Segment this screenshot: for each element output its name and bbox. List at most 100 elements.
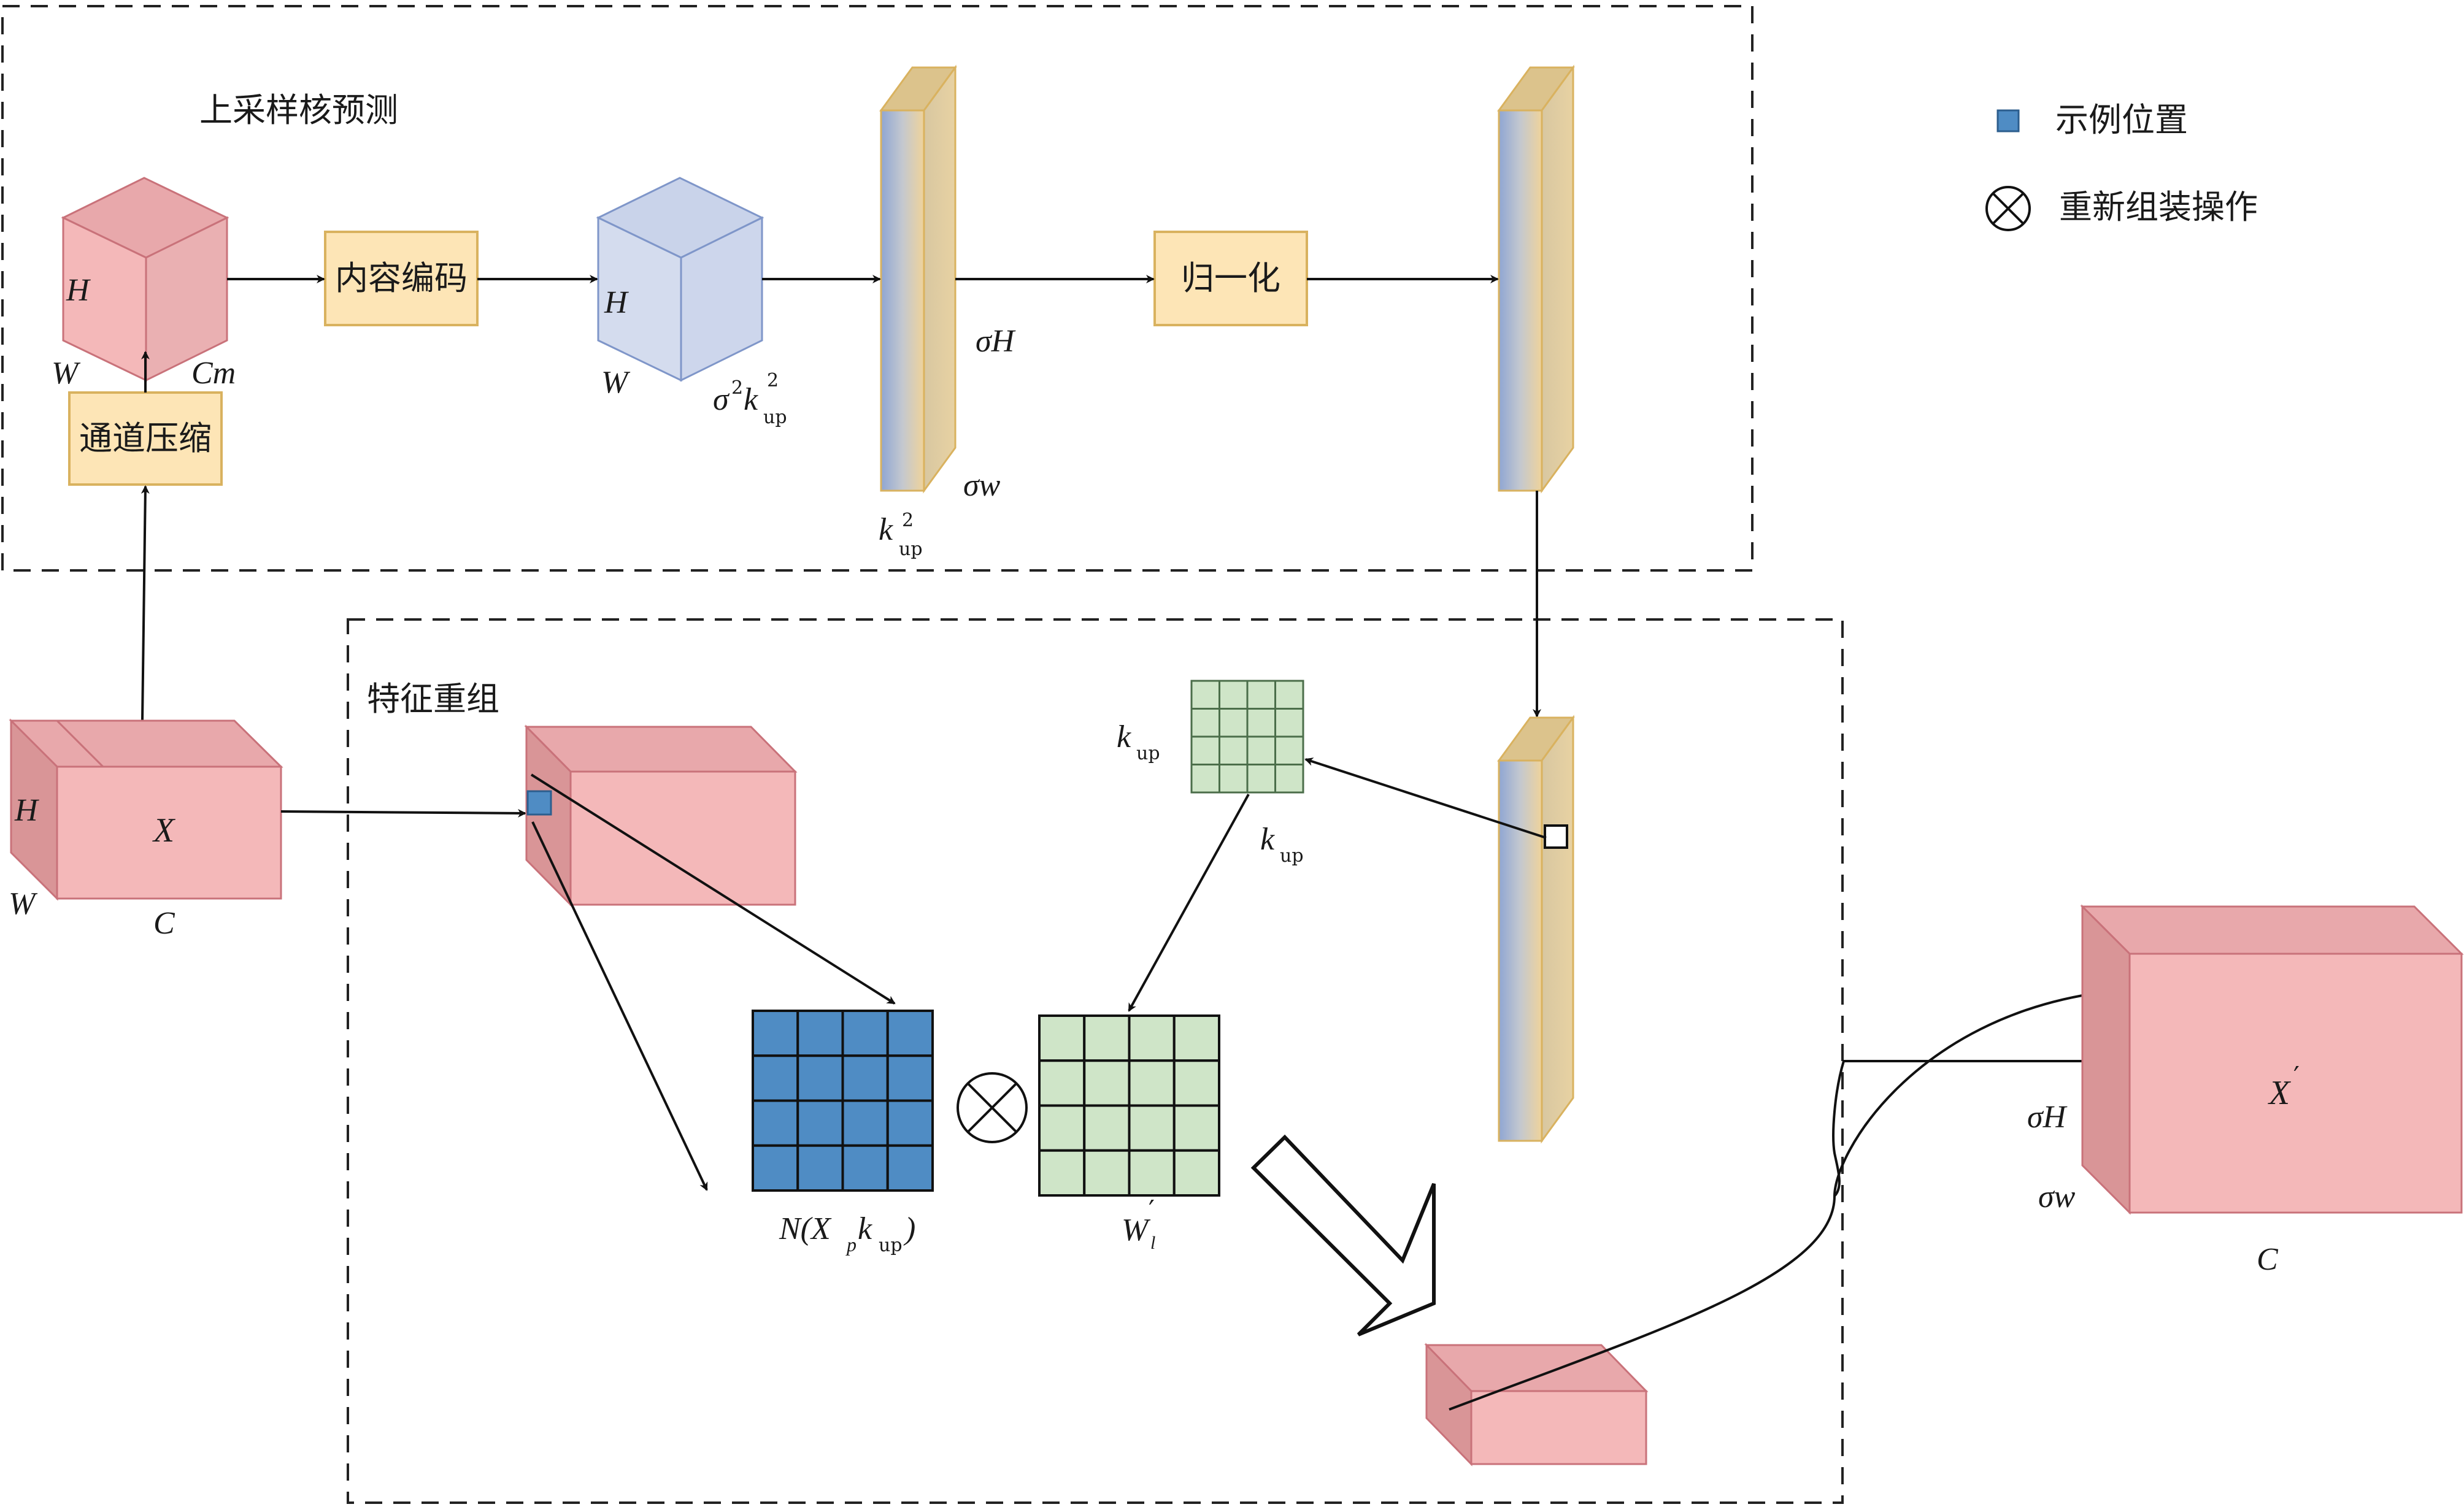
neighborhood-cell	[841, 1099, 889, 1147]
arrow-input-to-reassembly	[280, 808, 526, 818]
svg-text:k: k	[1260, 822, 1275, 857]
svg-text:2: 2	[902, 510, 914, 531]
weight-cell	[1083, 1059, 1131, 1107]
neighborhood-label: N(X p k up )	[779, 1211, 915, 1256]
small-kernel-left-label: k up	[1117, 719, 1160, 764]
arrow-marker-to-kernel	[1304, 757, 1547, 839]
kernel-cell	[1246, 764, 1276, 794]
arrow-to-neighborhood	[530, 773, 896, 1005]
neighborhood-grid	[752, 1010, 934, 1192]
reassemble-operator-icon	[957, 1072, 1028, 1143]
svg-text:2: 2	[767, 370, 779, 391]
kernel-cell	[1190, 764, 1220, 794]
input-feature-x	[9, 718, 283, 901]
weight-cell	[1038, 1149, 1086, 1197]
weight-cell	[1172, 1014, 1220, 1062]
svg-text:σ: σ	[713, 382, 730, 417]
svg-text:k: k	[858, 1211, 872, 1246]
neighborhood-cell	[886, 1054, 934, 1102]
tensor1-sigmaH-label: σH	[976, 324, 1016, 359]
kernel-tensor	[879, 64, 957, 494]
cube1-h-label: H	[66, 273, 91, 308]
curve-to-output-a	[1449, 989, 2103, 1411]
kernel-cell	[1190, 735, 1220, 765]
tensor1-sigmaw-label: σw	[963, 468, 1001, 503]
neighborhood-cell	[886, 1099, 934, 1147]
arrow-input-to-compress	[141, 485, 150, 721]
weight-cell	[1172, 1059, 1220, 1107]
output-sigmaw-label: σw	[2038, 1179, 2076, 1214]
content-encode-label: 内容编码	[335, 259, 468, 297]
kernel-location-marker	[1544, 824, 1568, 849]
kernel-cell	[1219, 708, 1249, 738]
svg-text:up: up	[763, 407, 787, 428]
kernel-cell	[1219, 764, 1249, 794]
normalize-box	[1153, 231, 1308, 326]
cube2-channel-label: σ 2 k 2 up	[713, 370, 787, 428]
neighborhood-cell	[841, 1054, 889, 1102]
hollow-arrow	[1250, 1134, 1436, 1336]
kernel-prediction-region	[1, 5, 1754, 572]
input-c-label: C	[153, 906, 175, 941]
weight-cell	[1128, 1014, 1176, 1062]
small-kernel-bottom-label: k up	[1260, 822, 1304, 867]
weight-cell	[1083, 1104, 1131, 1152]
curve-to-output-b	[1832, 1057, 2103, 1197]
kernel-cell	[1246, 708, 1276, 738]
weight-cell	[1172, 1149, 1220, 1197]
encoded-kernel-cube	[596, 177, 764, 382]
example-position-marker	[526, 790, 552, 816]
output-c-label: C	[2257, 1242, 2279, 1277]
svg-text:′: ′	[1149, 1195, 1155, 1226]
input-x-label: X	[152, 811, 176, 849]
kernel-weight-label: W l ′	[1122, 1195, 1155, 1253]
arrow-kernel-to-weights	[1128, 794, 1250, 1012]
kernel-cell	[1246, 735, 1276, 765]
neighborhood-cell	[752, 1144, 799, 1192]
weight-cell	[1038, 1059, 1086, 1107]
tensor1-channel-label: k 2 up	[879, 510, 923, 560]
neighborhood-cell	[752, 1054, 799, 1102]
arrow-to-lower-left	[531, 821, 708, 1191]
legend-example-position: 示例位置	[2055, 101, 2188, 139]
svg-text:k: k	[879, 512, 893, 547]
reassemble-op-icon	[1985, 186, 2031, 231]
legend: 示例位置 重新组装操作	[1985, 101, 2258, 231]
svg-text:k: k	[744, 382, 758, 417]
sampled-kernel-grid	[1190, 680, 1304, 794]
example-position-swatch	[1996, 109, 2020, 132]
reassembly-input-feature	[524, 724, 798, 907]
cube1-cm-label: Cm	[191, 356, 236, 391]
output-feature-x-prime	[2080, 904, 2464, 1215]
kernel-cell	[1219, 735, 1249, 765]
cube2-h-label: H	[604, 285, 629, 320]
input-h-label: H	[14, 793, 39, 828]
weight-cell	[1083, 1149, 1131, 1197]
kernel-cell	[1274, 680, 1304, 710]
cube2-w-label: W	[601, 365, 631, 400]
cube1-w-label: W	[52, 356, 81, 391]
weight-cell	[1083, 1014, 1131, 1062]
channel-compress-box	[68, 391, 223, 486]
normalize-label: 归一化	[1181, 259, 1280, 297]
weight-cell	[1128, 1104, 1176, 1152]
neighborhood-cell	[841, 1144, 889, 1192]
svg-text:N(X: N(X	[779, 1211, 832, 1246]
legend-reassemble-op: 重新组装操作	[2059, 188, 2258, 226]
kernel-map-tensor	[1497, 715, 1575, 1144]
output-x-prime-label: X ′	[2268, 1061, 2300, 1112]
kernel-cell	[1190, 708, 1220, 738]
svg-text:up: up	[1136, 743, 1160, 764]
weight-cell	[1128, 1059, 1176, 1107]
svg-text:k: k	[1117, 719, 1131, 754]
feature-reassembly-title: 特征重组	[367, 680, 499, 718]
weight-cell	[1128, 1149, 1176, 1197]
kernel-cell	[1274, 735, 1304, 765]
kernel-cell	[1274, 764, 1304, 794]
svg-text:up: up	[879, 1235, 903, 1256]
neighborhood-cell	[796, 1144, 844, 1192]
kernel-cell	[1190, 680, 1220, 710]
svg-text:′: ′	[2293, 1061, 2300, 1092]
kernel-prediction-title: 上采样核预测	[199, 91, 398, 129]
channel-compress-label: 通道压缩	[79, 419, 212, 458]
